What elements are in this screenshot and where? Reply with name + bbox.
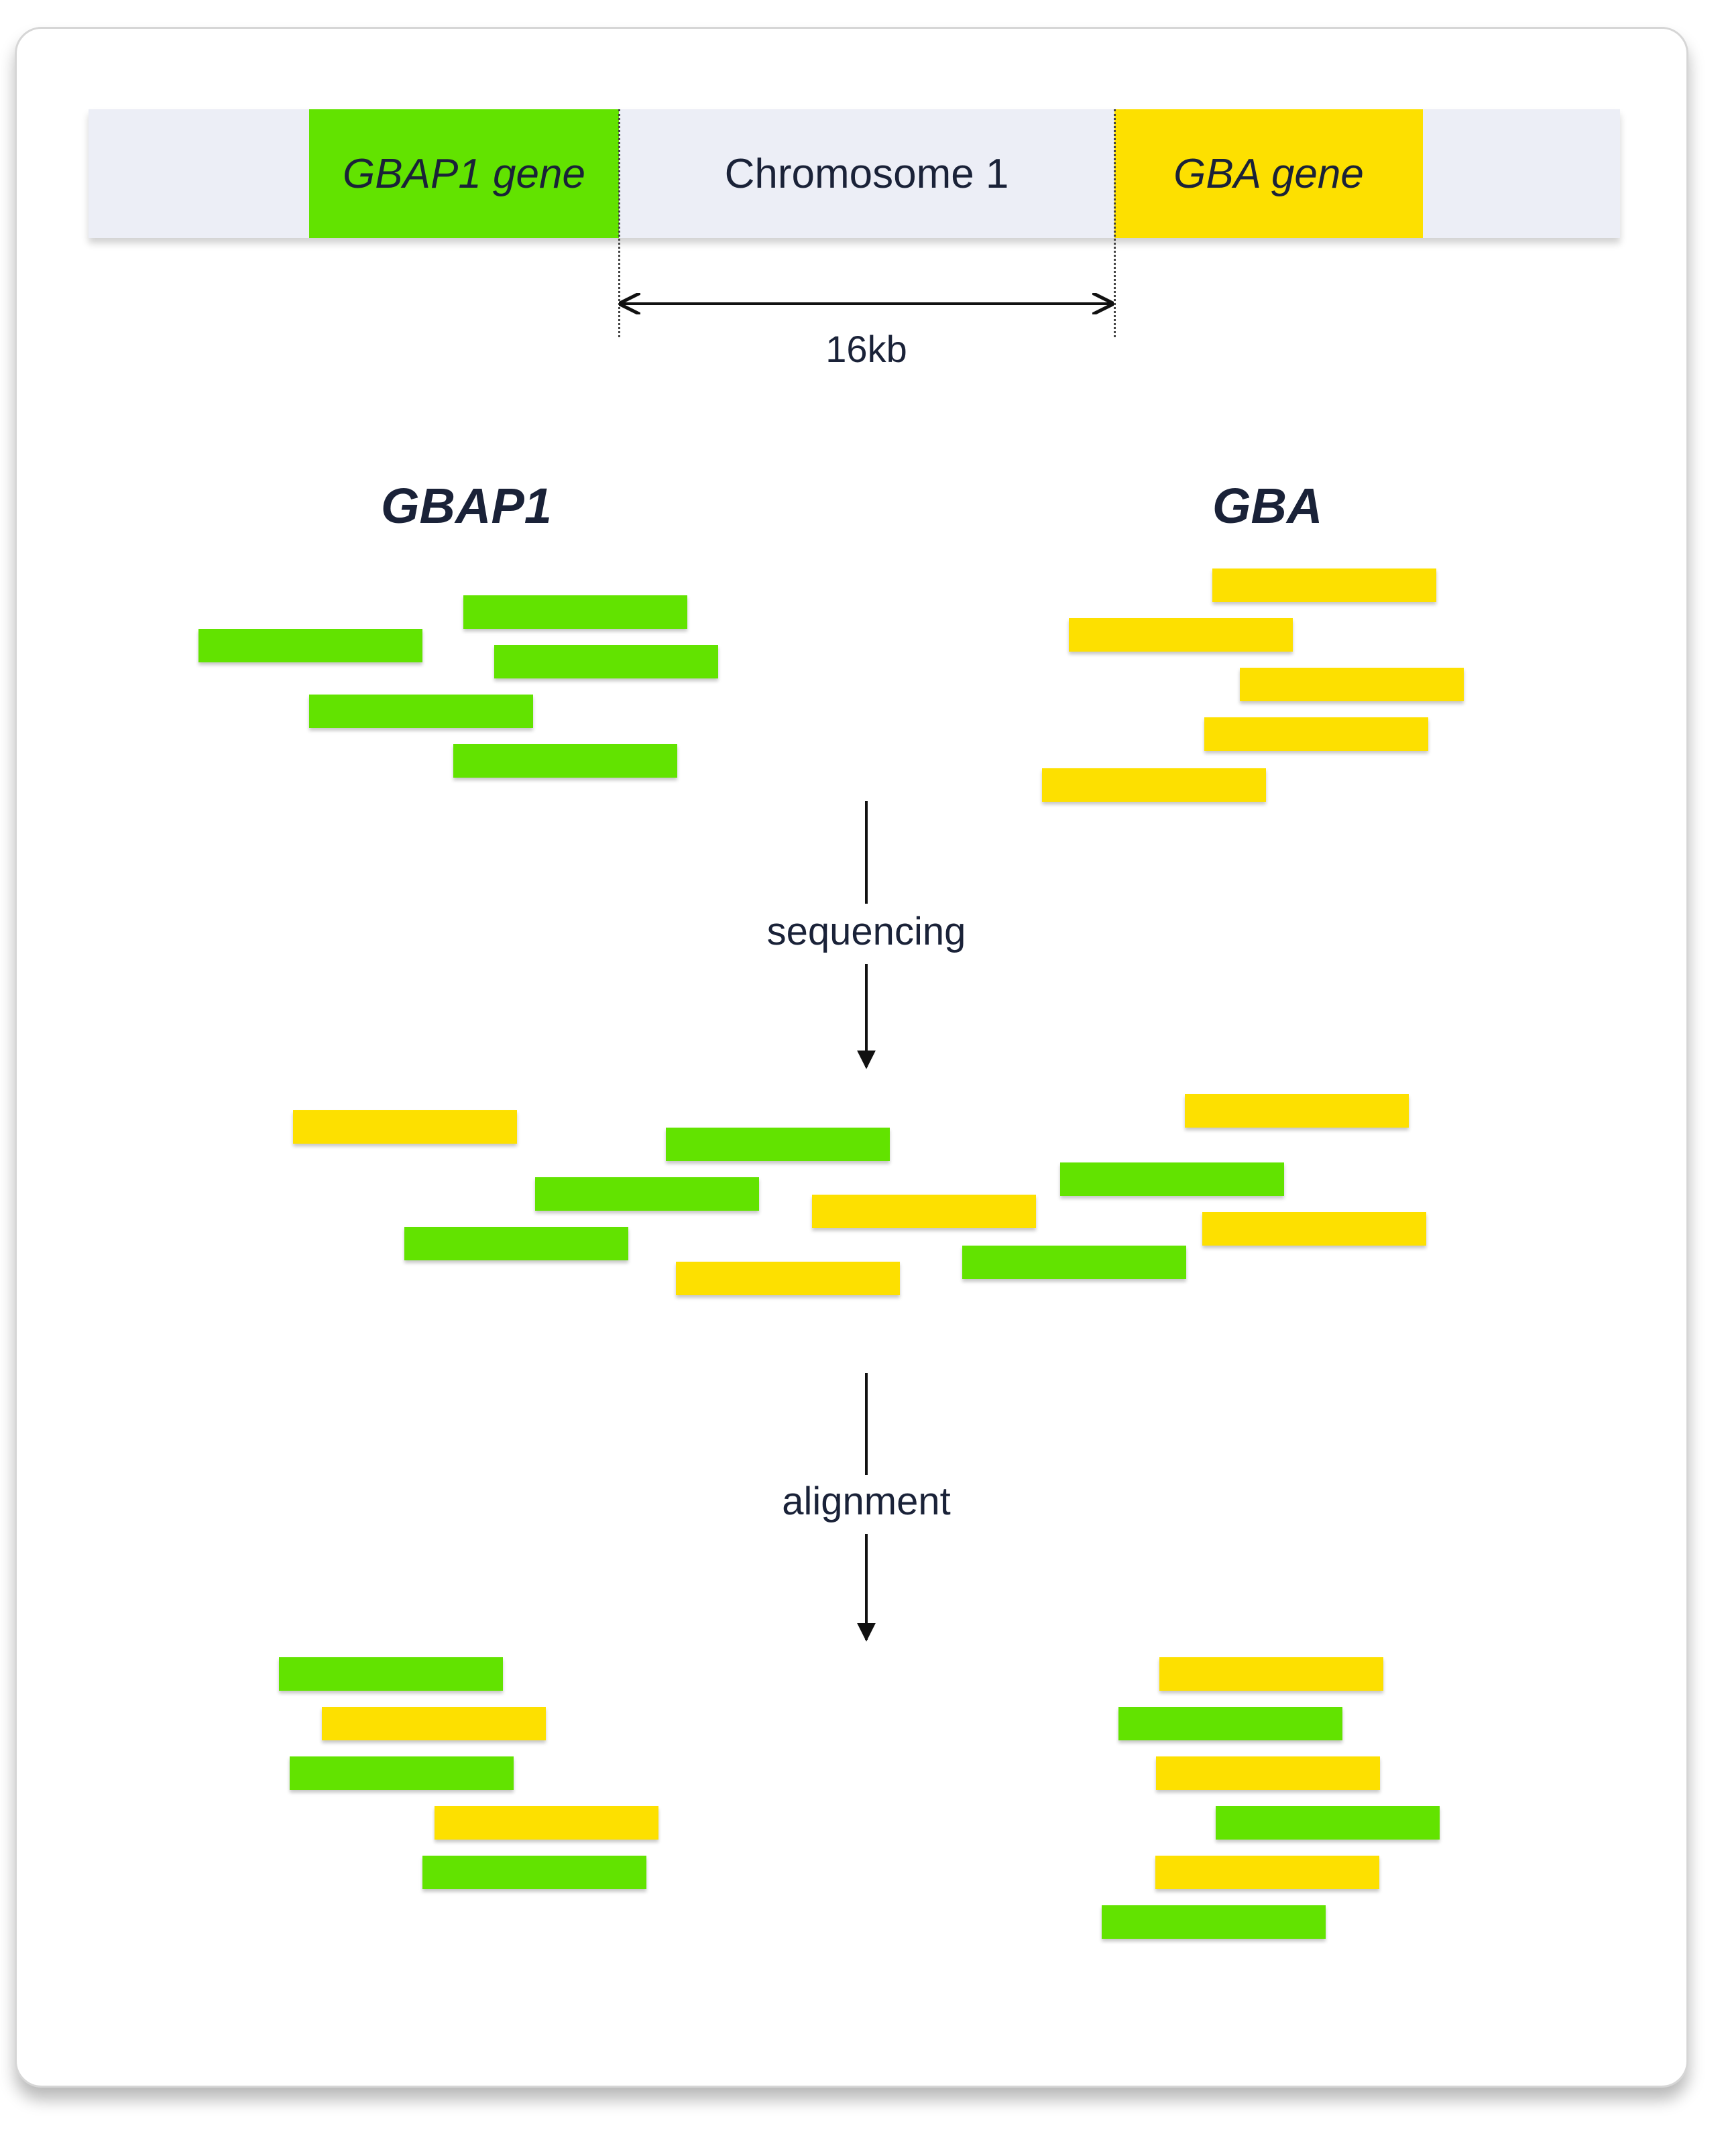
mixed-read-yellow [812, 1195, 1036, 1228]
gbap1-group-title: GBAP1 [381, 478, 552, 534]
mixed-read-green [404, 1227, 628, 1260]
gba-read-yellow [1212, 568, 1436, 602]
gba-read-yellow [1042, 768, 1266, 802]
gbap1-gene-label: GBAP1 gene [343, 150, 585, 197]
mixed-read-green [962, 1246, 1186, 1279]
alignment-label: alignment [782, 1480, 951, 1523]
gba-gene-label: GBA gene [1173, 150, 1364, 197]
aligned-right-read-yellow [1159, 1657, 1383, 1691]
mixed-read-green [535, 1177, 759, 1211]
aligned-right-read-green [1118, 1707, 1342, 1740]
aligned-left-read-green [279, 1657, 503, 1691]
gbap1-read-green [463, 595, 687, 629]
gbap1-gene-box: GBAP1 gene [309, 109, 619, 238]
gba-group-title: GBA [1212, 478, 1323, 534]
gba-gene-box: GBA gene [1114, 109, 1423, 238]
aligned-right-read-yellow [1155, 1856, 1379, 1889]
gbap1-read-green [309, 695, 533, 728]
mixed-read-yellow [293, 1110, 517, 1144]
aligned-left-read-yellow [322, 1707, 546, 1740]
distance-label: 16kb [825, 328, 907, 370]
gba-boundary-line [1114, 109, 1116, 337]
chromosome-label: Chromosome 1 [619, 109, 1114, 238]
aligned-right-read-yellow [1156, 1756, 1380, 1790]
aligned-left-read-yellow [435, 1806, 658, 1840]
gba-read-yellow [1240, 668, 1464, 701]
aligned-left-read-green [422, 1856, 646, 1889]
aligned-left-read-green [290, 1756, 514, 1790]
aligned-right-read-green [1102, 1905, 1326, 1939]
gbap1-read-green [453, 744, 677, 778]
gba-read-yellow [1204, 717, 1428, 751]
gba-read-yellow [1069, 618, 1293, 652]
sequencing-label: sequencing [766, 910, 966, 953]
mixed-read-yellow [1185, 1094, 1409, 1128]
mixed-read-yellow [1202, 1212, 1426, 1246]
mixed-read-green [666, 1128, 890, 1161]
gbap1-read-green [494, 645, 718, 678]
mixed-read-yellow [676, 1262, 900, 1295]
gbap1-read-green [198, 629, 422, 662]
diagram-card [15, 27, 1688, 2088]
gbap1-boundary-line [618, 109, 620, 337]
mixed-read-green [1060, 1162, 1284, 1196]
chromosome-name: Chromosome 1 [724, 150, 1009, 197]
aligned-right-read-green [1216, 1806, 1440, 1840]
